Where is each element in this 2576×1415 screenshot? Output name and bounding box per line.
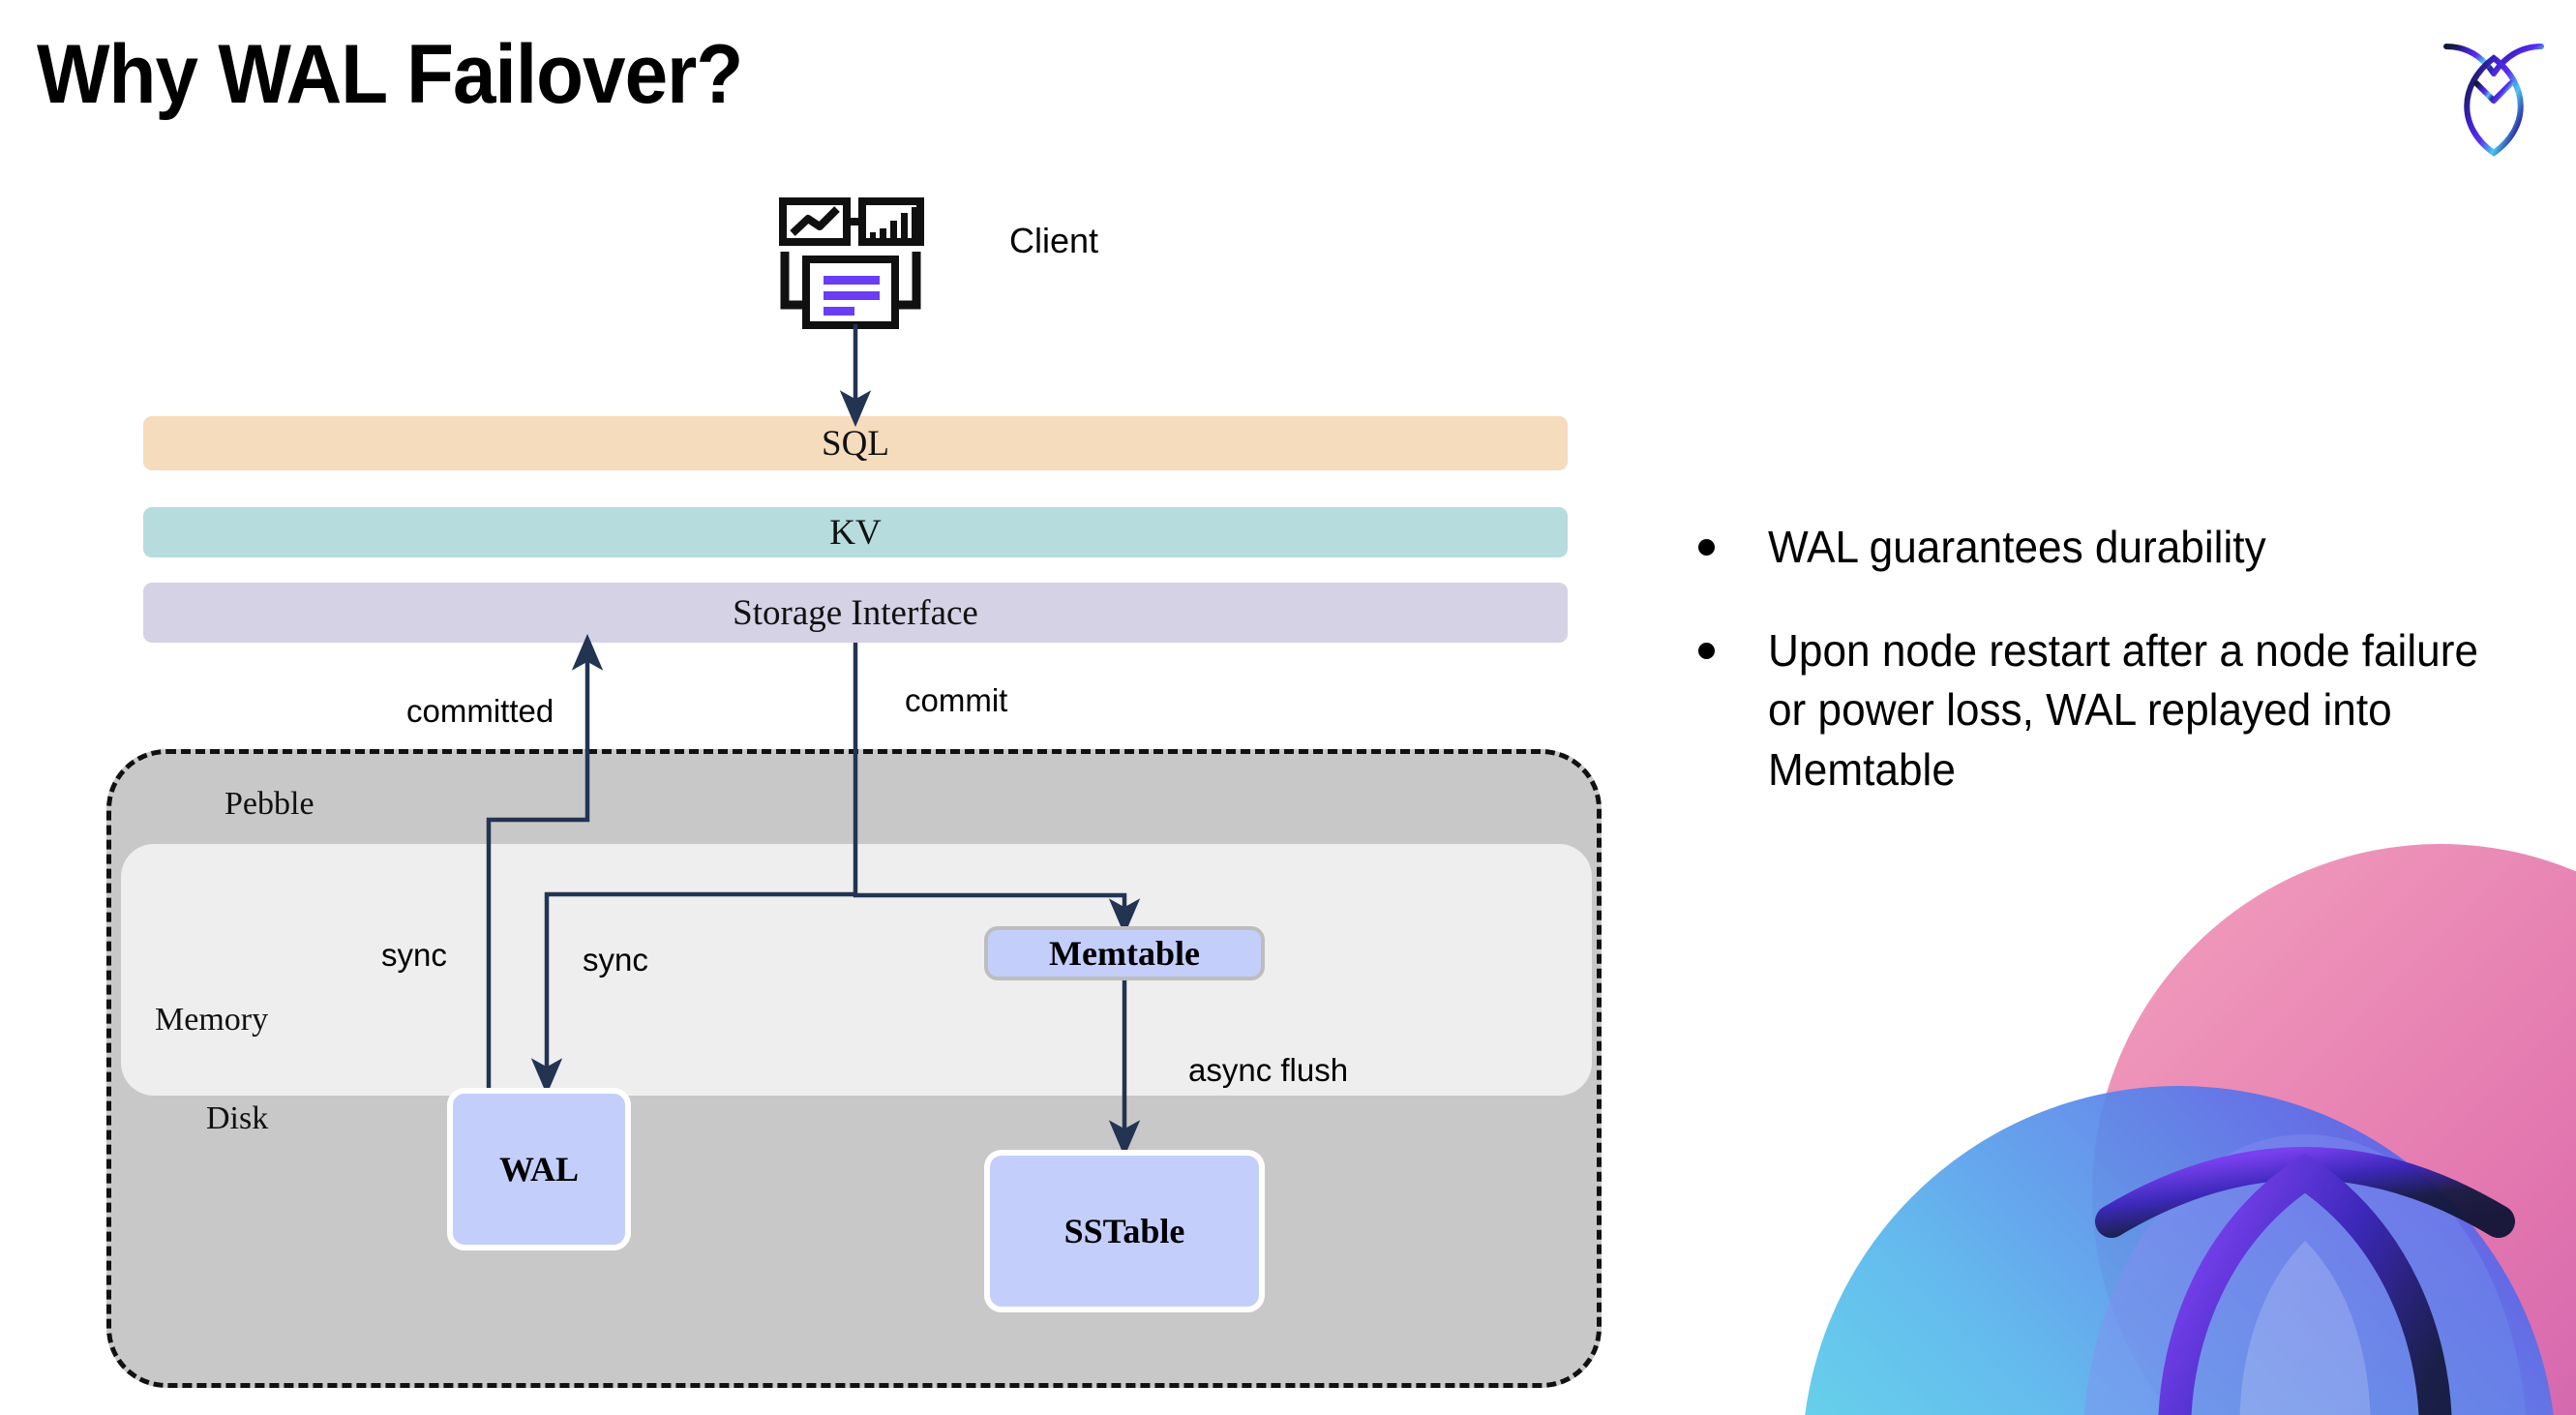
pebble-label: Pebble — [225, 786, 315, 822]
list-item: Upon node restart after a node failure o… — [1698, 621, 2531, 799]
page-title: Why WAL Failover? — [37, 28, 743, 121]
layer-bar-sql: SQL — [143, 416, 1568, 470]
cockroachdb-logo — [2443, 44, 2544, 157]
layer-bar-kv: KV — [143, 507, 1568, 557]
client-dashboard-icon — [779, 197, 924, 329]
decorative-circles-watermark — [1805, 844, 2576, 1415]
edge-label-async-flush: async flush — [1188, 1052, 1349, 1088]
memory-region — [121, 844, 1592, 1096]
edge-label-committed: committed — [406, 693, 554, 729]
bullet-text: WAL guarantees durability — [1768, 522, 2266, 572]
disk-label: Disk — [206, 1100, 269, 1136]
node-label-wal: WAL — [498, 1150, 580, 1189]
bullet-dot-icon — [1698, 643, 1715, 660]
node-wal: WAL — [447, 1088, 631, 1250]
edge-label-commit: commit — [905, 682, 1008, 718]
layer-label-sql: SQL — [822, 423, 889, 464]
bullet-dot-icon — [1698, 539, 1715, 556]
memory-label: Memory — [155, 1002, 269, 1038]
edge-label-sync-right: sync — [583, 942, 648, 978]
node-sstable: SSTable — [984, 1150, 1265, 1312]
edge-label-sync-left: sync — [381, 937, 447, 973]
bullet-list: WAL guarantees durability Upon node rest… — [1698, 518, 2531, 844]
bullet-text: Upon node restart after a node failure o… — [1768, 625, 2479, 795]
node-label-sstable: SSTable — [1063, 1212, 1185, 1250]
node-memtable: Memtable — [984, 926, 1265, 980]
node-label-memtable: Memtable — [1049, 934, 1200, 973]
layer-label-storage-interface: Storage Interface — [733, 592, 978, 633]
layer-bar-storage-interface: Storage Interface — [143, 583, 1568, 643]
list-item: WAL guarantees durability — [1698, 518, 2531, 577]
layer-label-kv: KV — [829, 512, 882, 553]
client-label: Client — [1009, 221, 1099, 260]
